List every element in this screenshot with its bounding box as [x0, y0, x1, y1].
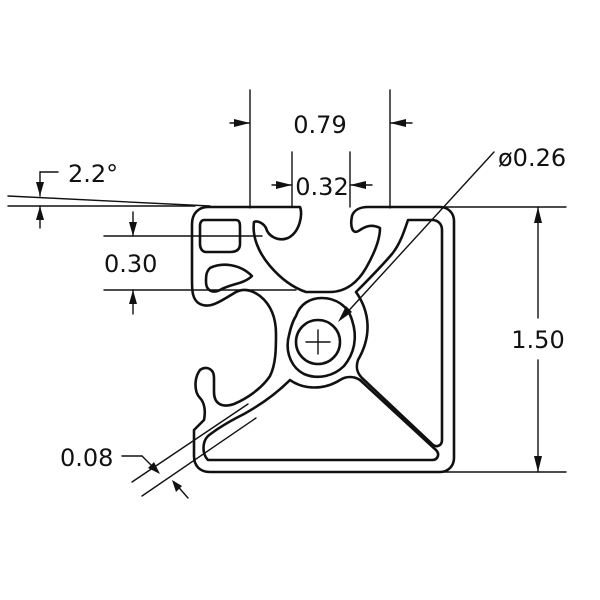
- arrowhead: [276, 181, 292, 189]
- arrowhead: [338, 306, 352, 322]
- arrowhead: [36, 206, 44, 220]
- dimension-width-top-label: 0.79: [293, 111, 346, 139]
- arrowhead: [36, 182, 44, 196]
- arrowhead: [390, 119, 406, 127]
- arrowhead: [172, 480, 182, 492]
- central-web: [286, 296, 357, 379]
- reference-line: [7, 195, 211, 207]
- arrowhead: [534, 207, 542, 223]
- dimension-hole-diameter-label: ø0.26: [498, 144, 566, 172]
- dimension-slot-opening: 0.32: [271, 151, 373, 208]
- dimension-slot-depth: 0.30: [103, 211, 297, 315]
- dimension-slot-opening-label: 0.32: [295, 173, 348, 201]
- dimension-wall-thickness-label: 0.08: [60, 444, 113, 472]
- arrowhead: [534, 456, 542, 472]
- dimension-angle-label: 2.2°: [68, 160, 118, 188]
- top-left-pocket: [198, 218, 242, 254]
- profile-outline: [190, 205, 456, 474]
- dimension-height-label: 1.50: [511, 326, 564, 354]
- inner-triangle-cavity: [354, 218, 444, 448]
- arrowhead: [129, 290, 137, 304]
- dimension-slot-depth-label: 0.30: [104, 250, 157, 278]
- center-bore: [294, 318, 342, 366]
- arrowhead: [234, 119, 250, 127]
- arrowhead: [148, 462, 160, 474]
- extension-line: [131, 403, 249, 483]
- dimension-hole-diameter: ø0.26: [338, 144, 566, 322]
- dimension-wall-thickness: 0.08: [60, 403, 257, 499]
- arrowhead: [350, 181, 366, 189]
- profile-outer-contour: [190, 205, 456, 474]
- dimension-angle: 2.2°: [7, 160, 211, 229]
- arrowhead: [129, 222, 137, 236]
- inner-bottom-cavity: [202, 375, 440, 462]
- left-hook-cavity: [204, 263, 254, 293]
- dimension-width-top: 0.79: [229, 89, 413, 209]
- dimension-height: 1.50: [439, 206, 567, 473]
- leader-line: [341, 151, 495, 319]
- extension-line: [141, 417, 257, 497]
